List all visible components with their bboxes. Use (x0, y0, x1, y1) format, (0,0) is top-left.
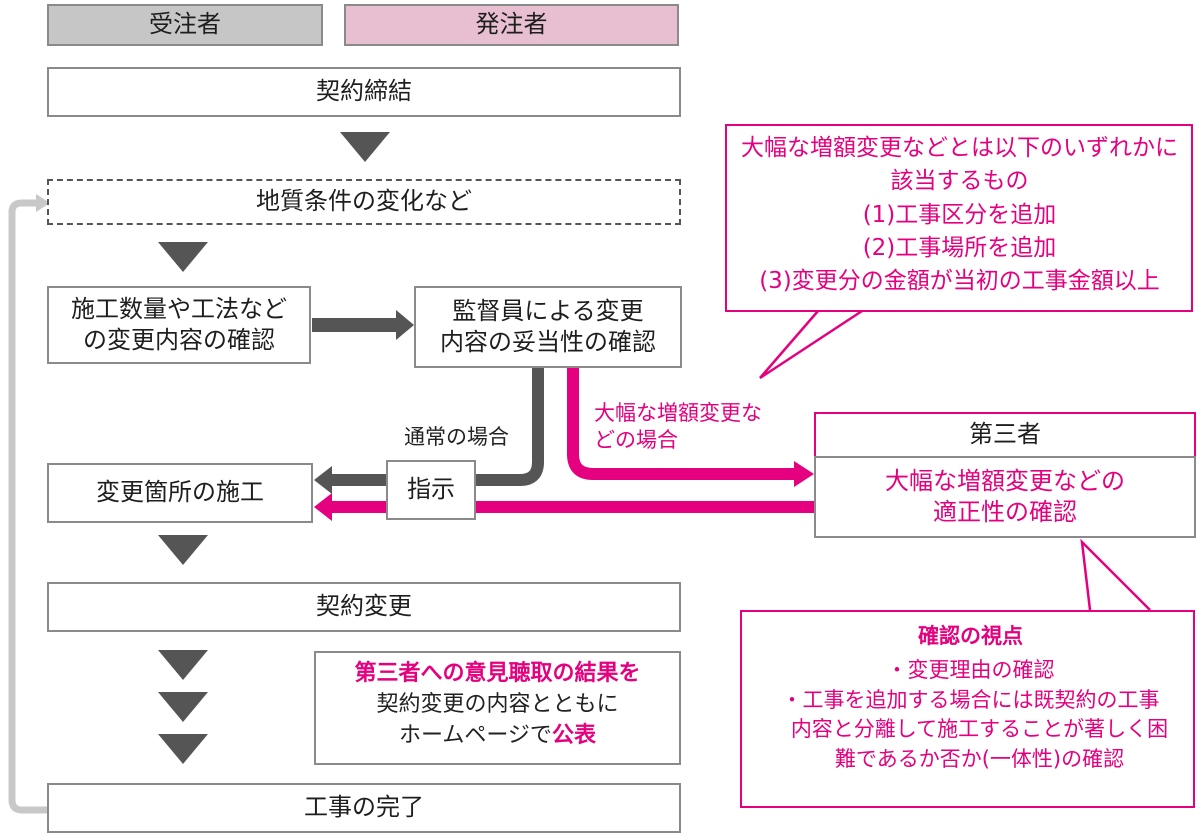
down-arrow-5 (158, 692, 208, 722)
step-supervisor-check: 監督員による変更 内容の妥当性の確認 (414, 286, 682, 368)
callout-line-2: 該当するもの (890, 168, 1029, 195)
third-party-return-shaft-right (476, 501, 814, 513)
step-instruction: 指示 (386, 460, 476, 520)
normal-case-label: 通常の場合 (404, 425, 509, 449)
third-party-title: 第三者 (969, 420, 1041, 449)
down-arrow-2 (158, 242, 208, 272)
large-change-case-label: 大幅な増額変更な どの場合 (594, 401, 762, 453)
legend-client: 発注者 (344, 4, 679, 46)
third-party-return-arrowhead (314, 493, 332, 521)
viewpoint-item-reason: ・変更理由の確認 (886, 657, 1055, 682)
arrow-quantity-to-supervisor-shaft (312, 318, 398, 332)
third-party-title-box: 第三者 (814, 412, 1196, 456)
callout-line-1: 大幅な増額変更などとは以下のいずれかに (741, 135, 1178, 161)
step-contract-change: 契約変更 (47, 582, 681, 632)
normal-case-arrow-shaft (330, 474, 388, 486)
step-quantity-check: 施工数量や工法など の変更内容の確認 (47, 286, 311, 364)
callout-large-change: 大幅な増額変更などとは以下のいずれかに 該当するもの (1)工事区分を追加 (2… (725, 124, 1193, 312)
step-completion-label: 工事の完了 (304, 793, 424, 822)
legend-client-label: 発注者 (475, 10, 548, 39)
third-party-content-box: 大幅な増額変更などの 適正性の確認 (814, 456, 1196, 538)
publication-line-2: 契約変更の内容とともに (376, 691, 619, 717)
step-contract-change-label: 契約変更 (316, 592, 412, 621)
publication-box: 第三者への意見聴取の結果を 契約変更の内容とともに ホームページで公表 (314, 651, 681, 765)
publication-line-3: ホームページで公表 (316, 721, 679, 752)
callout-viewpoint-tail (1080, 538, 1151, 611)
step-quantity-check-label: 施工数量や工法など の変更内容の確認 (71, 294, 287, 354)
step-instruction-label: 指示 (407, 475, 455, 504)
step-geology-change-label: 地質条件の変化など (256, 187, 472, 216)
callout-viewpoint: 確認の視点 ・変更理由の確認 ・工事を追加する場合には既契約の工事 内容と分離し… (740, 610, 1195, 808)
callout-line-4: (2)工事場所を追加 (862, 235, 1057, 262)
publication-emphasis: 公表 (551, 722, 596, 748)
down-arrow-1 (340, 132, 390, 162)
step-completion: 工事の完了 (47, 783, 681, 833)
down-arrow-4 (158, 650, 208, 680)
viewpoint-heading: 確認の視点 (918, 624, 1023, 648)
down-arrow-6 (158, 734, 208, 764)
publication-line-3-prefix: ホームページで (399, 722, 552, 748)
step-change-construction-label: 変更箇所の施工 (96, 478, 264, 507)
viewpoint-item-integrity: ・工事を追加する場合には既契約の工事 内容と分離して施工することが著しく困 難で… (781, 687, 1169, 772)
callout-large-change-tail (759, 309, 863, 380)
step-supervisor-check-label: 監督員による変更 内容の妥当性の確認 (440, 296, 656, 356)
callout-line-3: (1)工事区分を追加 (862, 201, 1057, 228)
loop-return-arrowhead (36, 194, 50, 212)
normal-case-path (476, 368, 544, 486)
down-arrow-3 (158, 535, 208, 565)
step-contract-signing-label: 契約締結 (316, 77, 412, 106)
legend-contractor: 受注者 (47, 4, 323, 46)
legend-contractor-label: 受注者 (149, 10, 221, 39)
large-change-arrowhead (794, 461, 814, 487)
third-party-content: 大幅な増額変更などの 適正性の確認 (885, 466, 1125, 526)
arrow-quantity-to-supervisor-head (396, 310, 414, 340)
loop-return-line (8, 199, 48, 814)
large-change-path (567, 368, 796, 480)
normal-case-arrowhead (314, 466, 332, 494)
callout-line-5: (3)変更分の金額が当初の工事金額以上 (759, 268, 1160, 295)
step-geology-change: 地質条件の変化など (47, 179, 681, 225)
third-party-return-shaft-left (330, 501, 388, 513)
step-contract-signing: 契約締結 (47, 67, 681, 117)
step-change-construction: 変更箇所の施工 (47, 463, 313, 523)
publication-line-1: 第三者への意見聴取の結果を (354, 661, 641, 686)
